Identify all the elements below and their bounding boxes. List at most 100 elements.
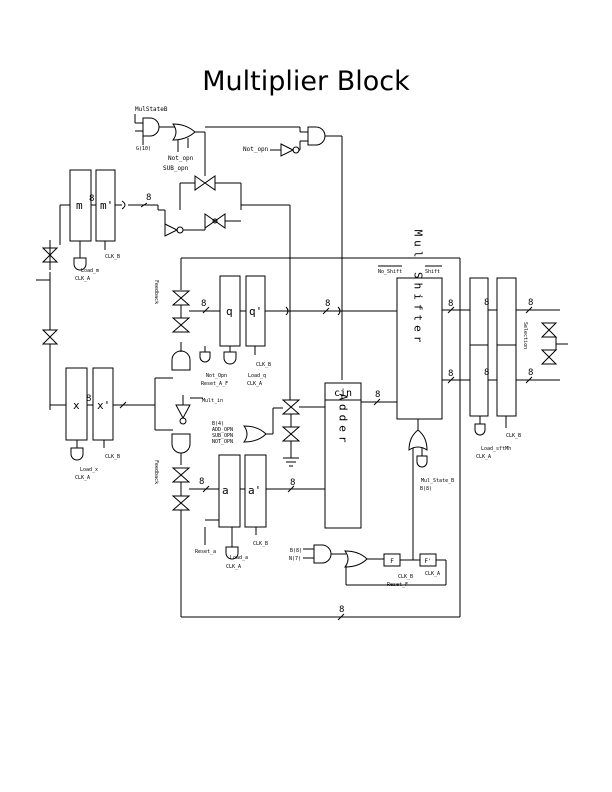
transmission-gate-q-1 [171, 290, 191, 306]
load-x-gate [70, 447, 84, 461]
bus-width-a-out: 8 [290, 478, 295, 488]
b8-label: B(8) [420, 486, 432, 492]
clk-b-m-label: CLK_B [105, 254, 120, 260]
sub-opn-label: SUB_opn [163, 165, 189, 172]
reset-a-f-label: Reset_A_F [201, 381, 228, 387]
register-x-prime [92, 367, 114, 441]
shifter-or-gate [408, 429, 428, 451]
sub-opn-2-label: SUB_OPN [212, 433, 233, 439]
adder-label: Adder [337, 393, 350, 446]
clk-a-q-label: CLK_A [247, 381, 262, 387]
b8-left-label: B(8) [290, 548, 302, 554]
feedback-label-2: Feedback [153, 460, 159, 484]
clk-a-out-label: CLK_A [476, 454, 491, 460]
f-and-gate [313, 544, 332, 564]
transmission-gate-mid [204, 213, 226, 229]
load-a-gate [225, 546, 239, 560]
adder-block [324, 382, 362, 529]
transmission-gate-left-1 [41, 247, 59, 263]
bus-width-x: 8 [86, 394, 91, 404]
mulstate-and-gate [134, 114, 160, 137]
clk-b-a-label: CLK_B [253, 541, 268, 547]
register-a-label: a [222, 484, 229, 497]
not-opn-3-label: NOT_OPN [212, 439, 233, 445]
transmission-gate-out-2 [540, 349, 558, 365]
transmission-gate-a-1 [171, 467, 191, 483]
shift-label: Shift [425, 269, 440, 275]
clk-b-x-label: CLK_B [105, 454, 120, 460]
mul-state-b2-label: Mul_State_B [421, 478, 454, 484]
bus-width-a-in: 8 [199, 477, 204, 487]
adder-opn-or-gate [243, 425, 267, 443]
add-opn-label: ADD_OPN [212, 427, 233, 433]
output-register-1 [469, 277, 489, 417]
adder-cin-label: cin [334, 388, 352, 399]
reset-f-label: Reset_F [387, 582, 408, 588]
mul-state-b-label: MulStateB [135, 106, 168, 113]
bus-width-q-out: 8 [325, 299, 330, 309]
not-opn-q-label: Not_Opn [206, 373, 227, 379]
and-gate-a-in [171, 433, 191, 454]
bus-width-sel-2: 8 [528, 368, 533, 378]
register-q-prime-label: q' [249, 305, 262, 318]
no-shift-label: No_Shift [378, 269, 402, 275]
transmission-gate-adder-2 [281, 426, 301, 442]
bus-width-feedback: 8 [339, 605, 344, 615]
mul-shifter-label: Mul Shifter [412, 230, 425, 347]
load-m-gate [73, 257, 87, 271]
bus-width-shift-out-1: 8 [448, 299, 453, 309]
bus-width-m: 8 [89, 194, 94, 204]
load-q-gate [223, 351, 237, 365]
bus-width-m-out: 8 [146, 193, 151, 203]
mul-shifter-block [396, 277, 443, 420]
not-opn-gate-q [199, 351, 211, 363]
register-q-label: q [226, 305, 233, 318]
bus-width-out-2: 8 [484, 368, 489, 378]
clk-a-f-label: CLK_A [425, 571, 440, 577]
clk-a-a-label: CLK_A [226, 564, 241, 570]
transmission-gate-top [194, 170, 216, 191]
n7-label: N(7) [289, 556, 301, 562]
not-opn-inverter [280, 143, 300, 157]
feedback-label-1: Feedback [153, 280, 159, 304]
sub-or-gate [172, 123, 196, 141]
f-or-gate [344, 550, 368, 568]
transmission-gate-adder-1 [281, 399, 301, 415]
flipflop-f-label: F [390, 558, 394, 565]
output-register-2 [496, 277, 517, 417]
bus-width-q-in: 8 [201, 299, 206, 309]
b4-label: B(4) [212, 421, 224, 427]
inverter-mid [164, 223, 184, 237]
ground-symbol [283, 457, 299, 467]
mult-in-label: Mult_in [202, 398, 223, 404]
register-x-label: x [73, 399, 80, 412]
transmission-gate-out-1 [540, 322, 558, 338]
top-and-gate [307, 126, 326, 146]
g10-label: G(10) [136, 146, 151, 152]
bus-width-adder-out: 8 [375, 390, 380, 400]
bus-width-shift-out-2: 8 [448, 369, 453, 379]
transmission-gate-left-2 [41, 329, 59, 345]
load-x-label: Load_x [80, 467, 98, 473]
transmission-gate-q-2 [171, 317, 191, 333]
clk-a-x-label: CLK_A [75, 475, 90, 481]
not-opn-label-2: Not_opn [243, 146, 269, 153]
register-x-prime-label: x' [97, 399, 110, 412]
load-q-label: Load_q [248, 373, 266, 379]
load-m-label: Load_m [81, 268, 99, 274]
clk-b-f-label: CLK_B [398, 574, 413, 580]
bus-width-sel-1: 8 [528, 298, 533, 308]
register-a [218, 454, 241, 528]
bus-width-out-1: 8 [484, 298, 489, 308]
register-m-label: m [76, 199, 83, 212]
mul-state-b-gate [416, 455, 428, 468]
diagram-title: Multiplier Block [202, 66, 410, 97]
mult-in-inverter [175, 404, 191, 425]
clk-b-q-label: CLK_B [256, 362, 271, 368]
register-a-prime-label: a' [248, 484, 261, 497]
transmission-gate-a-2 [171, 495, 191, 511]
flipflop-f-prime-label: F' [424, 558, 431, 565]
clk-b-out-label: CLK_B [506, 433, 521, 439]
register-m-prime-label: m' [100, 199, 113, 212]
